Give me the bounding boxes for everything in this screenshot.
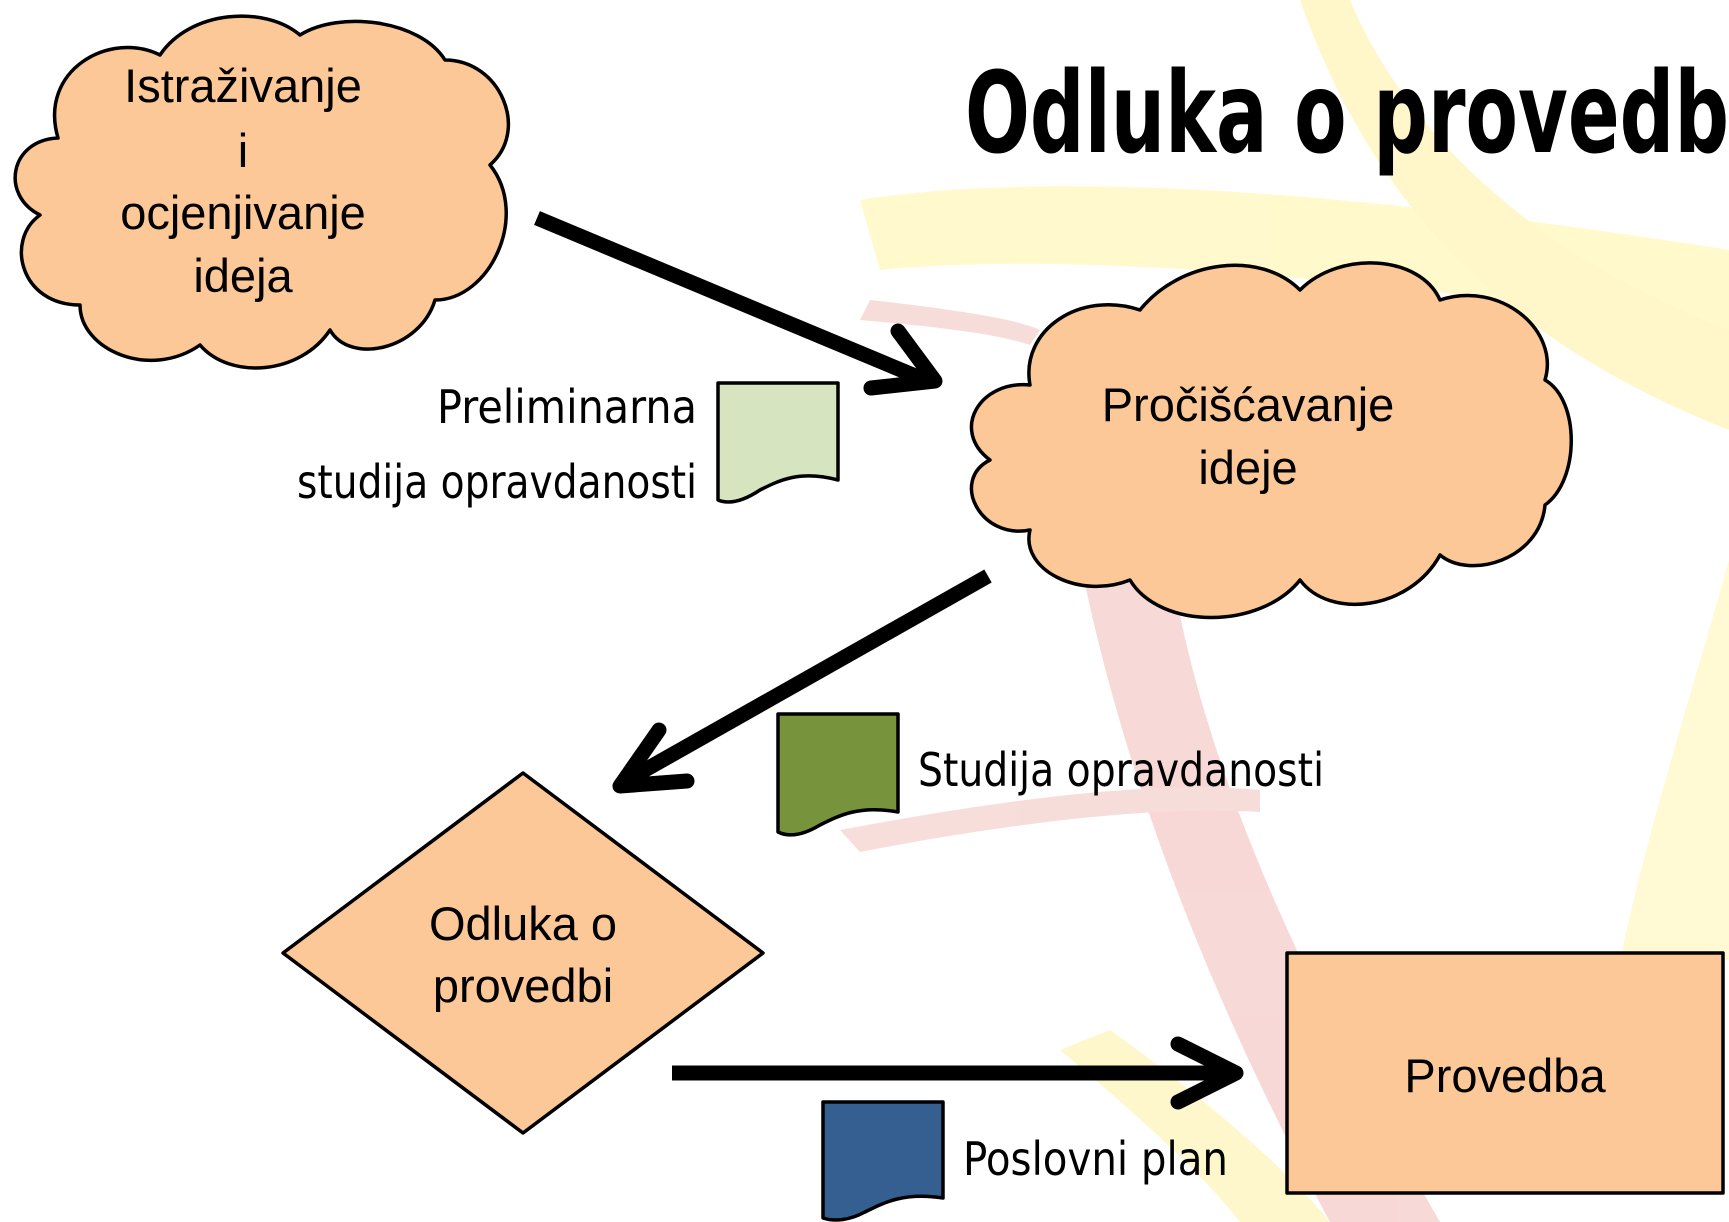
arrow-2-head (612, 722, 695, 794)
research-line-4: ideja (193, 249, 293, 302)
refinement-cloud-label: Pročišćavanje ideje (1102, 378, 1395, 494)
arrow-decision-to-implementation (672, 1036, 1244, 1110)
decision-diamond-shape (281, 771, 765, 1135)
refinement-cloud-shape (969, 261, 1573, 620)
refinement-line-1: Pročišćavanje (1102, 378, 1395, 431)
bg-yellow-right (1620, 560, 1729, 960)
arrow-1-shaft (534, 211, 928, 387)
business-plan-document: Poslovni plan (821, 1100, 1228, 1222)
arrow-refinement-to-decision (612, 569, 992, 794)
research-line-2: i (238, 124, 248, 177)
business-plan-document-label: Poslovni plan (963, 1132, 1228, 1186)
decision-diamond: Odluka o provedbi (281, 771, 765, 1135)
decision-line-2: provedbi (433, 959, 613, 1012)
bg-red-arc (1080, 560, 1440, 1222)
business-plan-document-icon (821, 1100, 945, 1222)
preliminary-label-line-2: studija opravdanosti (297, 455, 697, 509)
arrow-3-head (1170, 1036, 1244, 1110)
feasibility-document-icon (776, 712, 900, 837)
feasibility-document-label: Studija opravdanosti (918, 743, 1324, 797)
research-cloud: Istraživanje i ocjenjivanje ideja (13, 14, 510, 370)
bg-yellow-band (1300, 0, 1729, 430)
implementation-box: Provedba (1285, 951, 1725, 1195)
research-cloud-label: Istraživanje i ocjenjivanje ideja (120, 59, 366, 302)
refinement-line-2: ideje (1198, 441, 1297, 494)
preliminary-document-label: Preliminarna studija opravdanosti (297, 380, 697, 509)
arrow-2-shaft (618, 569, 992, 790)
preliminary-study-document: Preliminarna studija opravdanosti (297, 380, 840, 509)
preliminary-document-icon (716, 381, 840, 504)
bg-orange-streak (860, 300, 1040, 345)
research-cloud-shape (13, 14, 510, 370)
bg-red-streak (840, 787, 1260, 852)
implementation-box-label: Provedba (1404, 1049, 1606, 1102)
implementation-box-shape (1285, 951, 1725, 1195)
page-title: Odluka o provedb (965, 49, 1729, 179)
preliminary-label-line-1: Preliminarna (437, 380, 697, 434)
decision-diamond-label: Odluka o provedbi (429, 897, 617, 1012)
research-line-1: Istraživanje (124, 59, 362, 112)
research-line-3: ocjenjivanje (120, 186, 366, 239)
arrow-research-to-refinement (534, 211, 943, 396)
decision-line-1: Odluka o (429, 897, 617, 950)
refinement-cloud: Pročišćavanje ideje (969, 261, 1573, 620)
feasibility-study-document: Studija opravdanosti (776, 712, 1324, 837)
arrow-1-head (863, 323, 943, 396)
